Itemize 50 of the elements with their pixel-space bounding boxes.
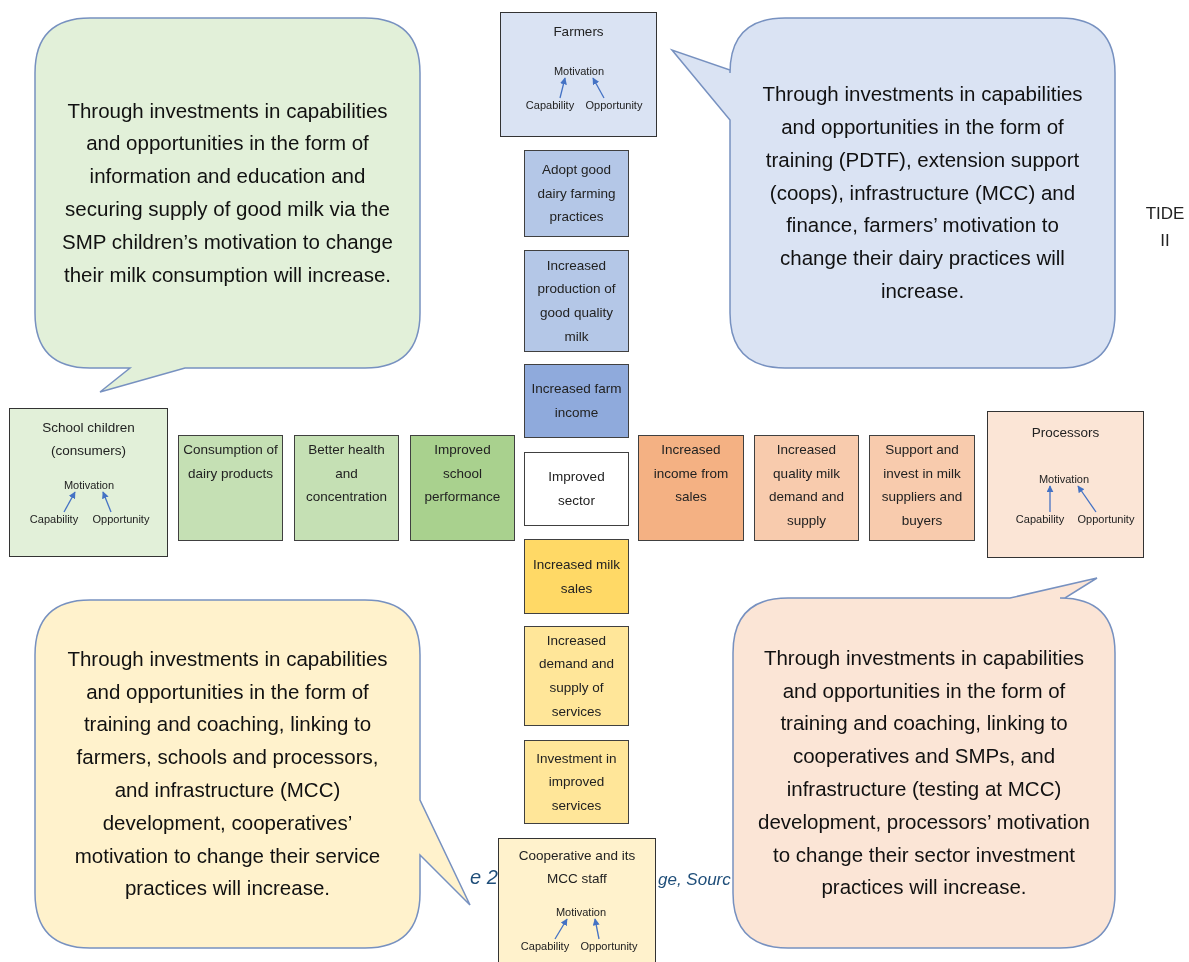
outcome-box: Increased production of good quality milk <box>524 250 629 352</box>
outcome-box: Improved school performance <box>410 435 515 541</box>
caption-fragment: e 2 <box>470 866 498 889</box>
callout-text: Through investments in capabilities and opportunities in the form of training and coaching, linking to cooperatives and SMPs, and infrastructure (testing at MCC) development, processors’ motivation to change their sector investment practices will increase. <box>757 644 1091 901</box>
arrow <box>1046 485 1054 513</box>
outcome-box: Increased farm income <box>524 364 629 438</box>
outcome-box: Investment in improved services <box>524 740 629 824</box>
caption-fragment: ge, Sourc <box>658 870 732 890</box>
speech-bubble <box>733 578 1115 948</box>
factor-label: Capability <box>29 513 79 525</box>
factor-label: Capability <box>1015 513 1065 525</box>
stakeholder-box <box>500 12 657 137</box>
factor-label: Opportunity <box>1077 513 1135 525</box>
callout-text: Through investments in capabilities and opportunities in the form of training and coaching, linking to farmers, schools and processors, and infrastructure (MCC) development, cooperatives’ motivation to change their service practices will increase. <box>66 645 389 902</box>
outcome-box: Better health and concentration <box>294 435 399 541</box>
stakeholder-heading: Processors <box>1030 424 1101 442</box>
arrow <box>559 77 567 99</box>
factor-label: Capability <box>520 940 570 952</box>
outcome-box: Increased income from sales <box>638 435 744 541</box>
outcome-box: Adopt good dairy farming practices <box>524 150 629 237</box>
outcome-box: Increased milk sales <box>524 539 629 614</box>
factor-label: Opportunity <box>580 940 638 952</box>
factor-label: Motivation <box>1038 473 1090 485</box>
outcome-box: Increased quality milk demand and supply <box>754 435 859 541</box>
factor-label: Capability <box>525 99 575 111</box>
side-note: TIDE II <box>1145 203 1185 253</box>
stakeholder-box <box>9 408 168 557</box>
factor-label: Opportunity <box>92 513 150 525</box>
callout-text: Through investments in capabilities and opportunities in the form of information and education and securing supply of good milk via the SMP children’s motivation to change their milk consumption will increase. <box>61 97 394 288</box>
arrow <box>554 918 568 940</box>
arrow <box>592 918 600 940</box>
factor-label: Motivation <box>63 479 115 491</box>
arrow <box>63 491 76 513</box>
arrow <box>592 77 605 99</box>
stakeholder-heading: School children (consumers) <box>41 419 136 460</box>
stakeholder-box <box>987 411 1144 558</box>
factor-label: Opportunity <box>585 99 643 111</box>
stakeholder-heading: Farmers <box>552 23 605 41</box>
arrow <box>102 491 112 513</box>
outcome-box: Improved sector <box>524 452 629 526</box>
outcome-box: Consumption of dairy products <box>178 435 283 541</box>
outcome-box: Support and invest in milk suppliers and buyers <box>869 435 975 541</box>
factor-label: Motivation <box>555 906 607 918</box>
factor-label: Motivation <box>553 65 605 77</box>
outcome-box: Increased demand and supply of services <box>524 626 629 726</box>
arrow <box>1077 485 1097 513</box>
stakeholder-heading: Cooperative and its MCC staff <box>517 847 637 888</box>
speech-bubble <box>672 18 1115 368</box>
stakeholder-box <box>498 838 656 962</box>
callout-text: Through investments in capabilities and opportunities in the form of training (PDTF), extension support (coops), infrastructure (MCC) and finance, farmers’ motivation to change their dairy practices will increase. <box>761 81 1084 304</box>
